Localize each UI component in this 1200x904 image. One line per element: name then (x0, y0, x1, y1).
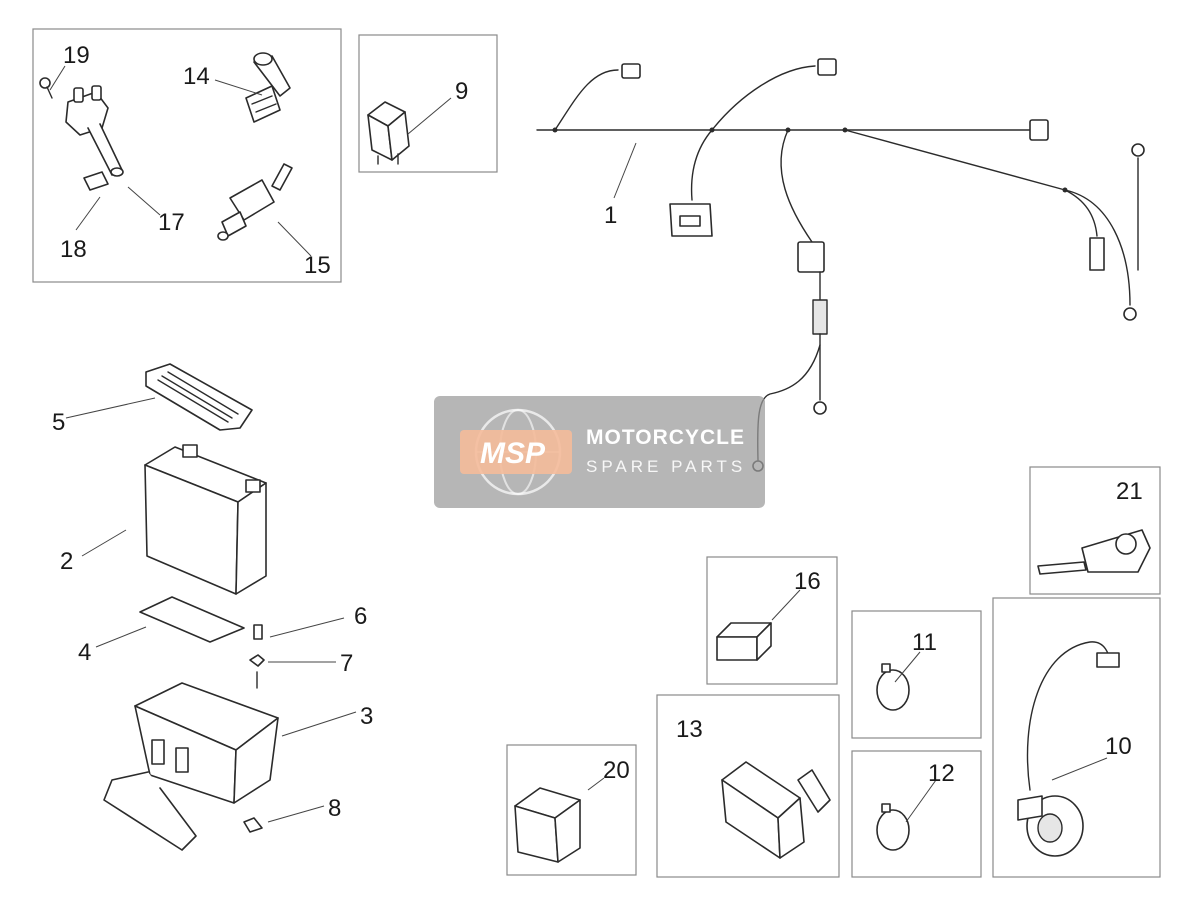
part-16-frame (706, 556, 838, 685)
watermark-line-1: MOTORCYCLE (586, 426, 745, 449)
watermark-logo-text: MSP (480, 437, 546, 470)
callout-19: 19 (63, 42, 90, 69)
relay-drawing (367, 101, 410, 165)
callout-10: 10 (1105, 733, 1132, 760)
clip-8-drawing (243, 817, 263, 833)
callout-20: 20 (603, 757, 630, 784)
callout-5: 5 (52, 409, 65, 436)
callout-4: 4 (78, 639, 91, 666)
battery-strap-drawing (145, 363, 253, 431)
battery-pad-drawing (139, 596, 245, 643)
harness-junction-nodes (552, 127, 1068, 193)
callout-6: 6 (354, 603, 367, 630)
callout-9: 9 (455, 78, 468, 105)
callout-16: 16 (794, 568, 821, 595)
part-13-drawing (721, 761, 831, 859)
callout-7: 7 (340, 650, 353, 677)
callout-11: 11 (912, 629, 937, 656)
part-10-drawing (1017, 641, 1120, 857)
part-16-drawing (716, 622, 772, 661)
watermark-panel (434, 396, 765, 508)
callout-3: 3 (360, 703, 373, 730)
leader-lines (49, 65, 1108, 823)
wiring-harness-drawing (536, 58, 1145, 472)
clamp-12-drawing (876, 803, 910, 851)
callout-12: 12 (928, 760, 955, 787)
callout-18: 18 (60, 236, 87, 263)
part-12-frame (851, 750, 982, 878)
clip-18-drawing (83, 171, 109, 191)
callout-21: 21 (1116, 478, 1143, 505)
spark-plug-cap-drawing (245, 52, 291, 123)
watermark-line-2: SPARE PARTS (586, 457, 746, 476)
battery-tray-drawing (103, 682, 279, 851)
screw-19-drawing (39, 77, 53, 99)
part-21-drawing (1037, 529, 1151, 575)
callout-17: 17 (158, 209, 185, 236)
battery-drawing (144, 444, 267, 595)
callout-1: 1 (604, 202, 617, 229)
clamp-11-drawing (876, 663, 910, 711)
part-20-drawing (514, 787, 581, 863)
nut-7-drawing (249, 654, 265, 689)
callout-15: 15 (304, 252, 331, 279)
callout-14: 14 (183, 63, 210, 90)
part-11-frame (851, 610, 982, 739)
ignition-group-frame (32, 28, 342, 283)
spark-plug-drawing (217, 163, 293, 241)
bolt-6-drawing (253, 624, 263, 640)
watermark: MSP MOTORCYCLE SPARE PARTS (434, 396, 765, 508)
callout-8: 8 (328, 795, 341, 822)
ignition-coil-drawing (65, 85, 124, 177)
watermark-logo-badge (460, 430, 572, 474)
callout-13: 13 (676, 716, 703, 743)
callout-2: 2 (60, 548, 73, 575)
